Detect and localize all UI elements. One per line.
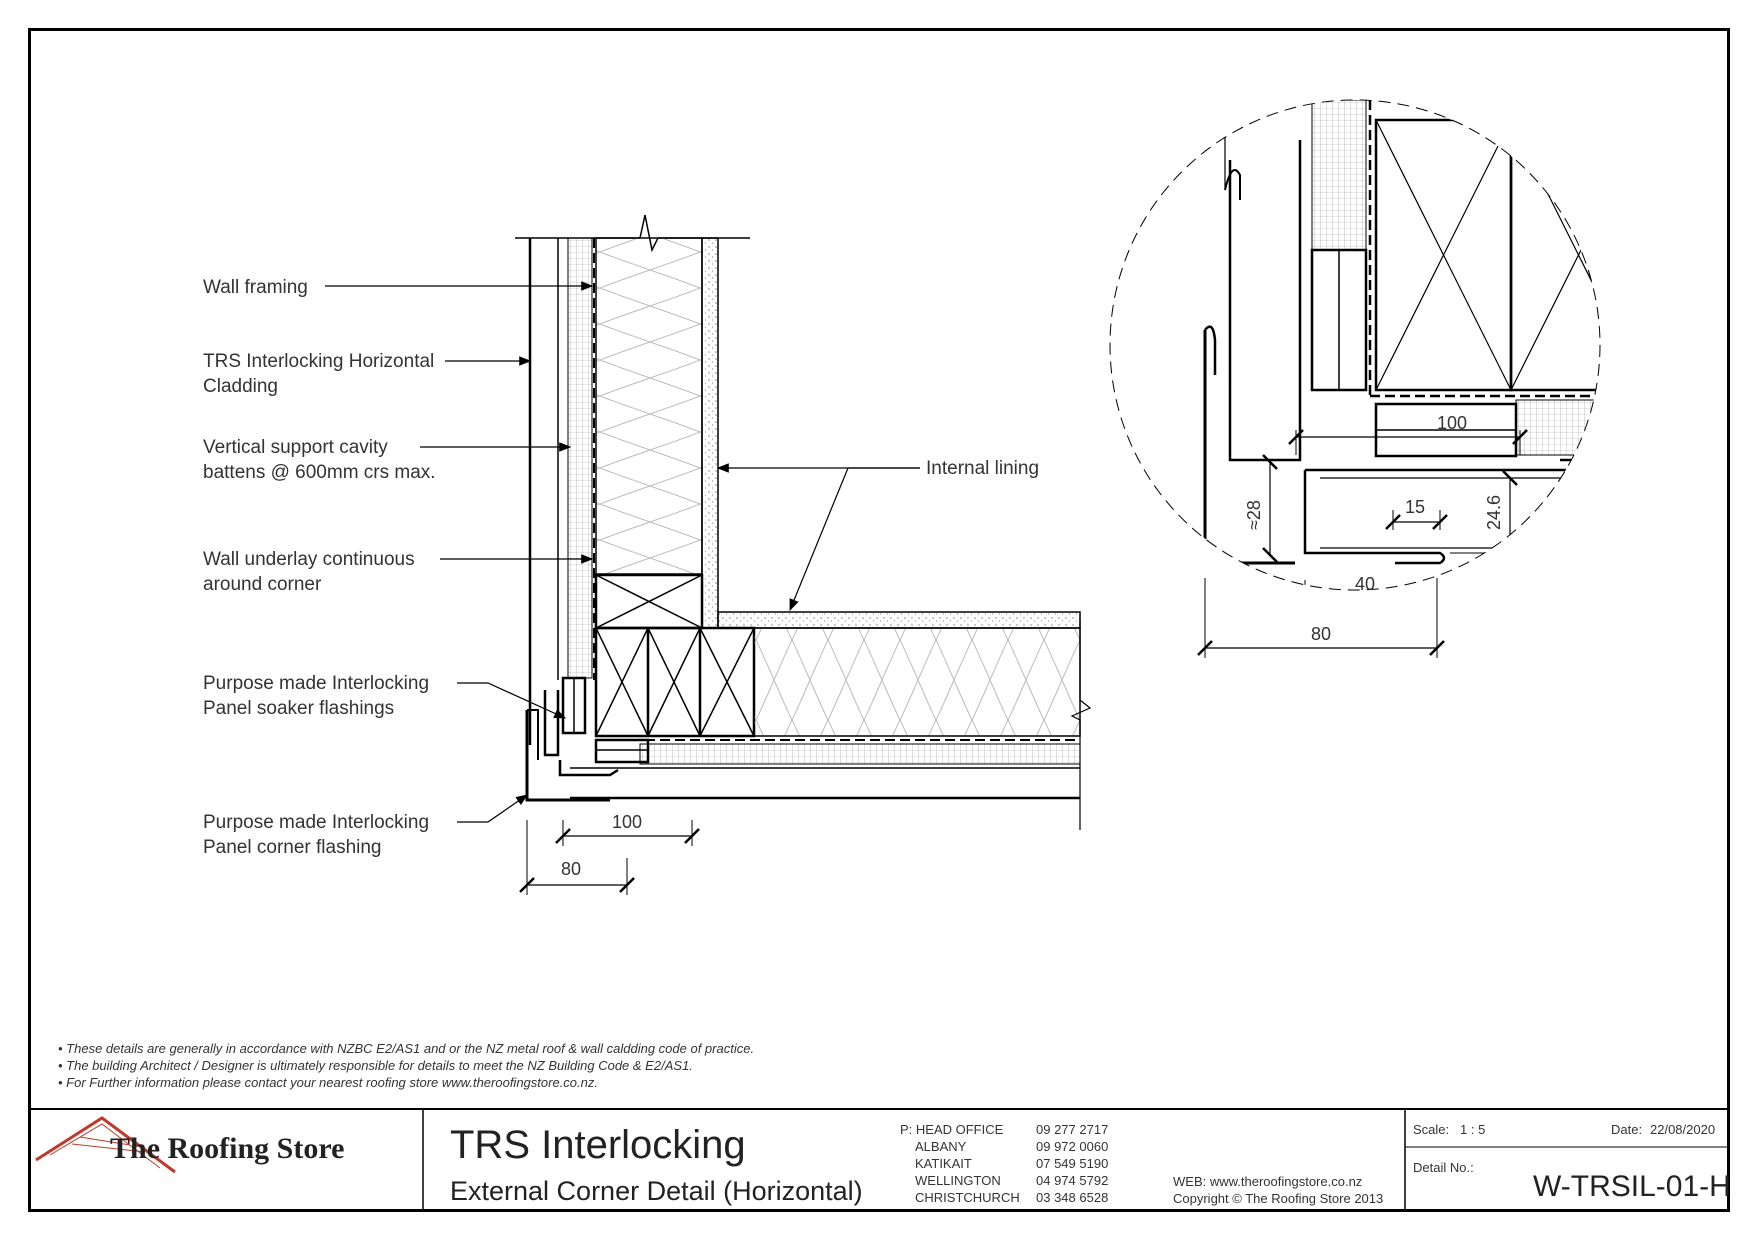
dim-detail-40: 40 bbox=[1355, 574, 1375, 594]
label-internal-lining: Internal lining bbox=[926, 458, 1039, 479]
scale-label: Scale: bbox=[1413, 1122, 1449, 1137]
drawing-subtitle: External Corner Detail (Horizontal) bbox=[450, 1176, 863, 1206]
label-soaker-line1: Purpose made Interlocking bbox=[203, 673, 429, 694]
office-name-albany: ALBANY bbox=[915, 1139, 967, 1154]
office-phone-katikait: 07 549 5190 bbox=[1036, 1156, 1108, 1171]
dim-detail-80: 80 bbox=[1311, 624, 1331, 644]
dim-detail-24-6: 24.6 bbox=[1484, 495, 1504, 530]
dimension-labels: 100 80 100 15 24.6 ≈28 40 80 bbox=[561, 413, 1504, 879]
office-phone-christchurch: 03 348 6528 bbox=[1036, 1190, 1108, 1205]
note-line-1: • These details are generally in accorda… bbox=[58, 1041, 754, 1056]
label-underlay-line2: around corner bbox=[203, 574, 322, 595]
label-cladding-line1: TRS Interlocking Horizontal bbox=[203, 351, 434, 372]
dim-main-100: 100 bbox=[612, 812, 642, 832]
note-line-2: • The building Architect / Designer is u… bbox=[58, 1058, 693, 1073]
dim-detail-15: 15 bbox=[1405, 497, 1425, 517]
website-text: WEB: www.theroofingstore.co.nz bbox=[1173, 1174, 1362, 1189]
company-logo-text: The Roofing Store bbox=[110, 1132, 344, 1165]
main-leader-lines bbox=[325, 281, 920, 823]
label-corner-line1: Purpose made Interlocking bbox=[203, 812, 429, 833]
label-underlay-line1: Wall underlay continuous bbox=[203, 549, 415, 570]
copyright-text: Copyright © The Roofing Store 2013 bbox=[1173, 1191, 1383, 1206]
detail-number-label: Detail No.: bbox=[1413, 1160, 1474, 1175]
office-name-christchurch: CHRISTCHURCH bbox=[915, 1190, 1020, 1205]
label-corner-line2: Panel corner flashing bbox=[203, 837, 382, 858]
office-name-head: P: HEAD OFFICE bbox=[900, 1122, 1004, 1137]
date-label: Date: bbox=[1611, 1122, 1642, 1137]
roof-logo-icon bbox=[35, 1116, 176, 1174]
label-cladding-line2: Cladding bbox=[203, 376, 278, 397]
enlarged-detail bbox=[1109, 99, 1601, 658]
office-phone-head: 09 277 2717 bbox=[1036, 1122, 1108, 1137]
office-phone-albany: 09 972 0060 bbox=[1036, 1139, 1108, 1154]
label-wall-framing: Wall framing bbox=[203, 277, 308, 298]
drawing-title: TRS Interlocking bbox=[450, 1123, 746, 1167]
label-soaker-line2: Panel soaker flashings bbox=[203, 698, 394, 719]
note-line-3: • For Further information please contact… bbox=[58, 1075, 598, 1090]
general-notes: • These details are generally in accorda… bbox=[58, 1041, 754, 1090]
office-name-wellington: WELLINGTON bbox=[915, 1173, 1001, 1188]
office-phone-wellington: 04 974 5792 bbox=[1036, 1173, 1108, 1188]
scale-value: 1 : 5 bbox=[1460, 1122, 1485, 1137]
label-battens-line2: battens @ 600mm crs max. bbox=[203, 462, 436, 483]
dim-detail-100: 100 bbox=[1437, 413, 1467, 433]
callout-labels: Wall framing TRS Interlocking Horizontal… bbox=[203, 277, 1039, 858]
dim-main-80: 80 bbox=[561, 859, 581, 879]
label-battens-line1: Vertical support cavity bbox=[203, 437, 388, 458]
main-section-drawing bbox=[515, 214, 1092, 895]
drawing-sheet-border bbox=[28, 28, 1730, 1212]
office-list: P: HEAD OFFICE 09 277 2717 ALBANY 09 972… bbox=[900, 1122, 1108, 1205]
dim-detail-28: ≈28 bbox=[1244, 500, 1264, 530]
date-value: 22/08/2020 bbox=[1650, 1122, 1715, 1137]
office-name-katikait: KATIKAIT bbox=[915, 1156, 972, 1171]
detail-number-value: W-TRSIL-01-H bbox=[1533, 1170, 1731, 1203]
title-block: The Roofing Store TRS Interlocking Exter… bbox=[28, 1108, 1731, 1212]
